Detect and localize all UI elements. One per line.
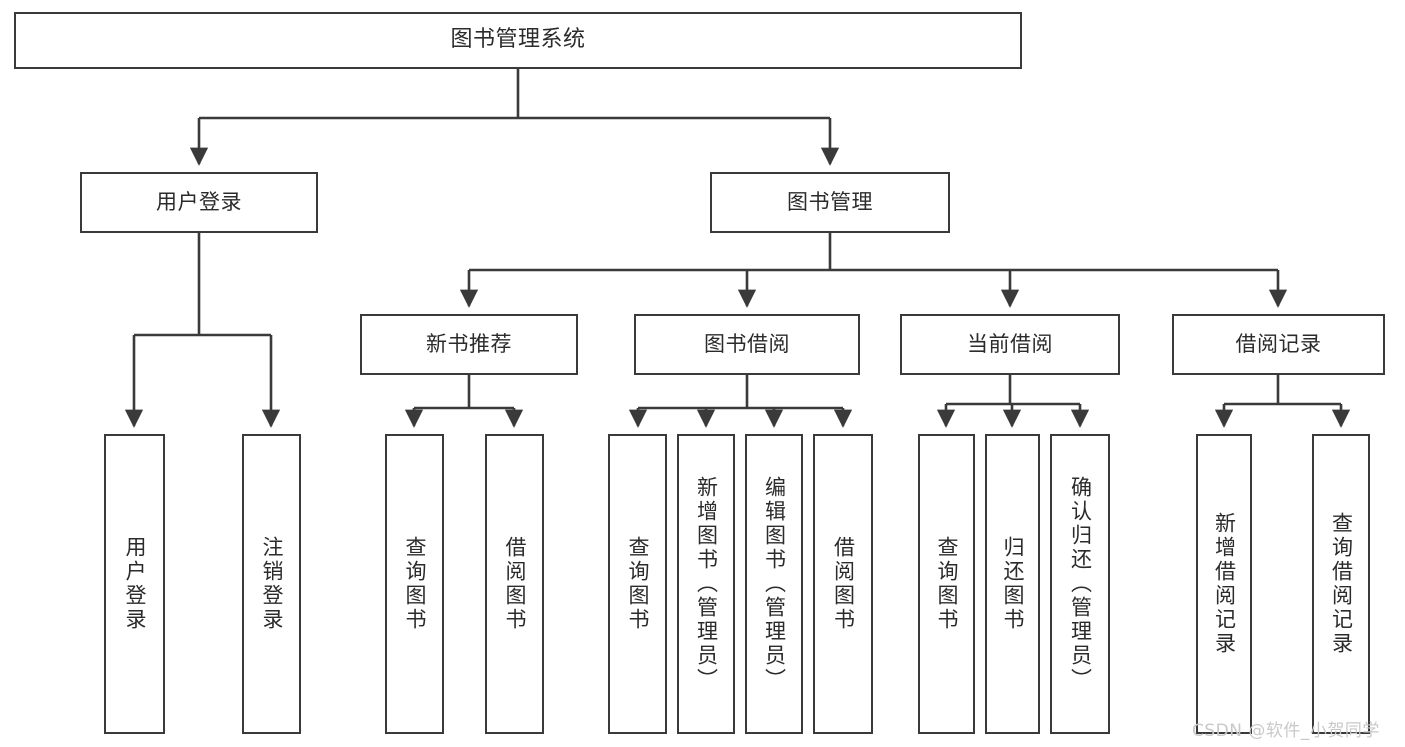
node-root-label: 图书管理系统 bbox=[450, 27, 586, 53]
node-book-borrow-label: 图书借阅 bbox=[704, 331, 790, 356]
leaf-logout[interactable]: 注销登录 bbox=[242, 434, 301, 734]
leaf-borrow-book-nbr-label: 借阅图书 bbox=[503, 536, 527, 632]
edges-borrow-record bbox=[1214, 375, 1351, 428]
edges-user-login bbox=[124, 233, 281, 428]
leaf-add-borrow-record-label: 新增借阅记录 bbox=[1212, 512, 1237, 656]
node-user-login-label: 用户登录 bbox=[156, 189, 242, 214]
leaf-query-book-cb[interactable]: 查询图书 bbox=[918, 434, 975, 734]
node-book-borrow[interactable]: 图书借阅 bbox=[634, 314, 860, 375]
edges-new-book-rec bbox=[404, 375, 524, 428]
edges-root bbox=[189, 69, 840, 166]
leaf-query-book-cb-label: 查询图书 bbox=[935, 536, 959, 632]
leaf-confirm-return-admin-label: 确认归还（管理员） bbox=[1068, 476, 1093, 692]
edges-current-borrow bbox=[936, 375, 1090, 428]
leaf-return-book[interactable]: 归还图书 bbox=[985, 434, 1040, 734]
leaf-query-book-bb[interactable]: 查询图书 bbox=[608, 434, 667, 734]
leaf-user-login-label: 用户登录 bbox=[123, 536, 147, 632]
node-new-book-recommend[interactable]: 新书推荐 bbox=[360, 314, 578, 375]
leaf-confirm-return-admin[interactable]: 确认归还（管理员） bbox=[1050, 434, 1110, 734]
node-borrow-record[interactable]: 借阅记录 bbox=[1172, 314, 1385, 375]
node-current-borrow[interactable]: 当前借阅 bbox=[900, 314, 1120, 375]
node-user-login[interactable]: 用户登录 bbox=[80, 172, 318, 233]
leaf-borrow-book-nbr[interactable]: 借阅图书 bbox=[485, 434, 544, 734]
leaf-query-book-bb-label: 查询图书 bbox=[626, 536, 650, 632]
leaf-query-book-nbr-label: 查询图书 bbox=[403, 536, 427, 632]
node-borrow-record-label: 借阅记录 bbox=[1235, 331, 1322, 356]
leaf-add-book-admin[interactable]: 新增图书（管理员） bbox=[677, 434, 735, 734]
edges-book-borrow bbox=[628, 375, 853, 428]
node-root[interactable]: 图书管理系统 bbox=[14, 12, 1022, 69]
leaf-borrow-book-bb[interactable]: 借阅图书 bbox=[813, 434, 873, 734]
leaf-edit-book-admin-label: 编辑图书（管理员） bbox=[762, 476, 787, 692]
leaf-add-borrow-record[interactable]: 新增借阅记录 bbox=[1196, 434, 1252, 734]
node-book-management[interactable]: 图书管理 bbox=[710, 172, 950, 233]
leaf-query-book-nbr[interactable]: 查询图书 bbox=[385, 434, 444, 734]
csdn-watermark: CSDN @软件_小贺同学 bbox=[1192, 721, 1380, 741]
leaf-logout-label: 注销登录 bbox=[260, 536, 284, 632]
edges-book-mgmt bbox=[459, 233, 1288, 308]
leaf-query-borrow-record[interactable]: 查询借阅记录 bbox=[1312, 434, 1370, 734]
node-current-borrow-label: 当前借阅 bbox=[967, 331, 1053, 356]
leaf-add-book-admin-label: 新增图书（管理员） bbox=[694, 476, 719, 692]
node-book-management-label: 图书管理 bbox=[787, 189, 873, 214]
node-new-book-recommend-label: 新书推荐 bbox=[426, 331, 512, 356]
leaf-query-borrow-record-label: 查询借阅记录 bbox=[1329, 512, 1354, 656]
leaf-edit-book-admin[interactable]: 编辑图书（管理员） bbox=[745, 434, 803, 734]
leaf-return-book-label: 归还图书 bbox=[1001, 536, 1025, 632]
leaf-borrow-book-bb-label: 借阅图书 bbox=[831, 536, 856, 632]
leaf-user-login[interactable]: 用户登录 bbox=[104, 434, 165, 734]
